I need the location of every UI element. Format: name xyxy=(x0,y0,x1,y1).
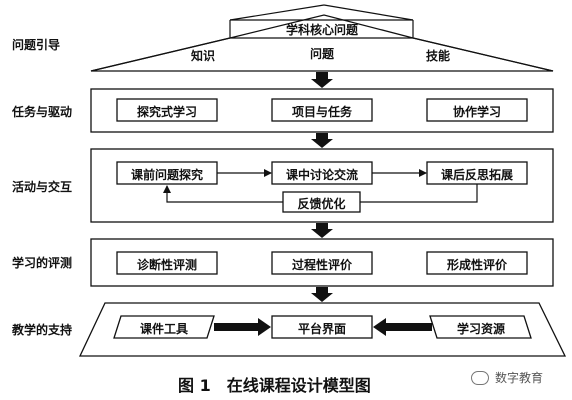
inquiry-label: 探究式学习 xyxy=(136,105,197,119)
question-label: 问题 xyxy=(309,47,334,61)
core-question-label: 学科核心问题 xyxy=(285,23,358,37)
inquiry-box xyxy=(116,98,218,122)
arrow-down-3 xyxy=(311,223,333,238)
wechat-icon xyxy=(471,371,489,385)
resources-label: 学习资源 xyxy=(456,322,505,336)
diagnostic-box xyxy=(116,251,218,275)
pre-class-label: 课前问题探究 xyxy=(130,168,203,182)
row-label-assessment: 学习的评测 xyxy=(12,256,73,270)
in-class-label: 课中讨论交流 xyxy=(285,168,358,182)
arrow-tools-to-platform xyxy=(214,318,271,336)
platform-label: 平台界面 xyxy=(297,322,346,336)
arrow-down-1 xyxy=(311,72,333,88)
arrow-resources-to-platform xyxy=(373,318,432,336)
tools-parallelogram xyxy=(113,315,215,339)
skill-label: 技能 xyxy=(425,49,450,63)
feedback-line-left xyxy=(163,185,283,203)
process-label: 过程性评价 xyxy=(291,258,352,272)
row-label-guidance: 问题引导 xyxy=(12,38,61,52)
knowledge-label: 知识 xyxy=(190,49,215,63)
figure-caption: 图 1 在线课程设计模型图 xyxy=(178,376,371,395)
row-label-support: 教学的支持 xyxy=(12,323,73,337)
collaboration-box xyxy=(426,98,528,122)
row-label-activities: 活动与交互 xyxy=(12,180,73,194)
arrow-down-2 xyxy=(311,133,333,148)
feedback-label: 反馈优化 xyxy=(297,197,346,211)
formative-label: 形成性评价 xyxy=(446,258,507,272)
platform-box xyxy=(271,315,373,339)
process-box xyxy=(271,251,373,275)
feedback-line-right xyxy=(360,184,478,203)
post-class-label: 课后反思拓展 xyxy=(440,168,513,182)
project-label: 项目与任务 xyxy=(291,105,352,119)
diagnostic-label: 诊断性评测 xyxy=(136,258,197,272)
row-label-tasks: 任务与驱动 xyxy=(12,105,73,119)
arrow-down-4 xyxy=(311,287,333,302)
tools-label: 课件工具 xyxy=(139,322,188,336)
watermark-text: 数字教育 xyxy=(495,371,544,385)
resources-parallelogram xyxy=(429,315,532,339)
project-box xyxy=(271,98,373,122)
formative-box xyxy=(426,251,528,275)
collaboration-label: 协作学习 xyxy=(452,105,501,119)
